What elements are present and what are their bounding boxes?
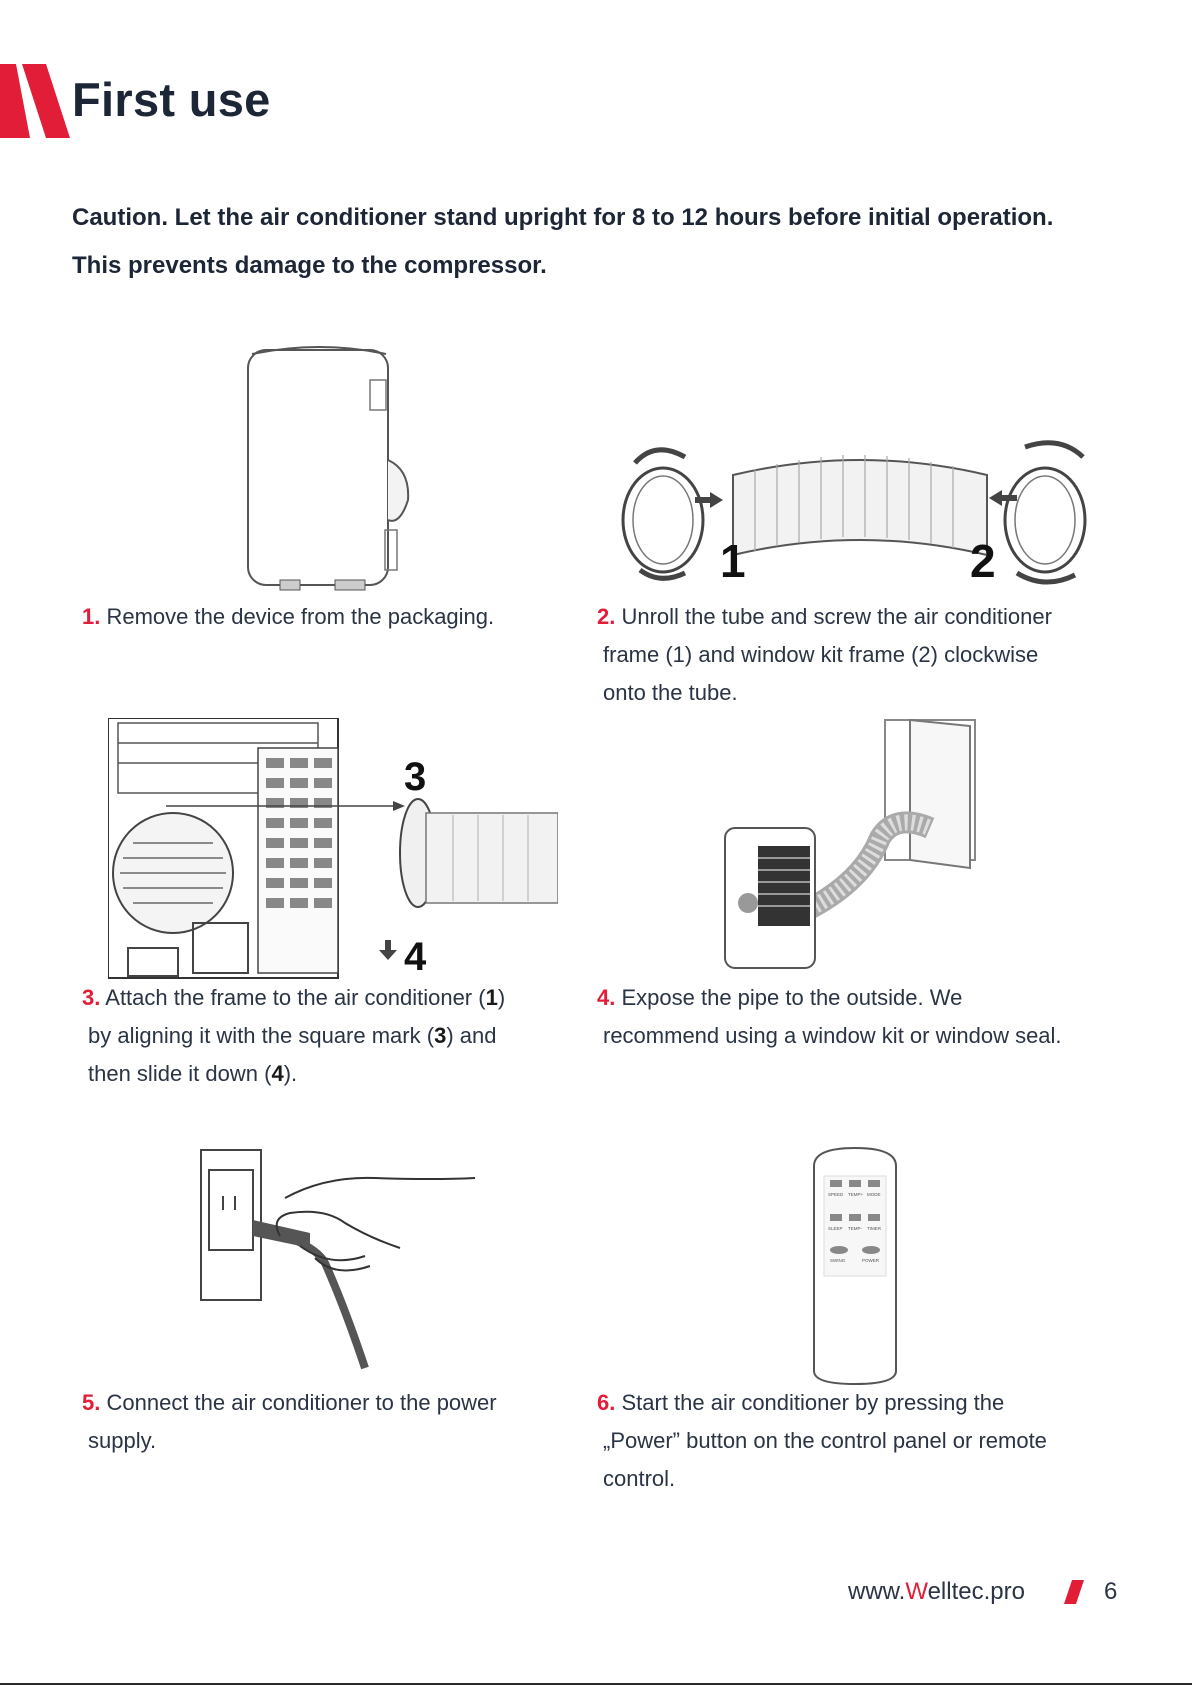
figure-label-1: 1 bbox=[720, 535, 746, 587]
remote-timer-label: TIMER bbox=[867, 1226, 882, 1231]
figure-plug-socket bbox=[200, 1149, 476, 1370]
step-3-caption: 3. Attach the frame to the air condition… bbox=[82, 985, 506, 1086]
step-5-caption: 5. Connect the air conditioner to the po… bbox=[82, 1390, 497, 1453]
website-link[interactable]: www.Welltec.pro bbox=[848, 1578, 1025, 1605]
figure-tube-frames: 1 2 bbox=[621, 440, 1087, 587]
bottom-divider bbox=[0, 1683, 1192, 1685]
figure-window-pipe bbox=[724, 718, 976, 969]
figure-attach-frame: 3 4 bbox=[108, 718, 558, 979]
page-title: First use bbox=[72, 73, 271, 126]
remote-speed-label: SPEED bbox=[828, 1192, 844, 1197]
step-2-caption: 2. Unroll the tube and screw the air con… bbox=[597, 604, 1052, 705]
remote-temp-down-label: TEMP- bbox=[848, 1226, 863, 1231]
figure-remote-control: SPEED TEMP+ MODE SLEEP TEMP- TIMER SWING… bbox=[813, 1146, 897, 1386]
step-4-caption: 4. Expose the pipe to the outside. We re… bbox=[597, 985, 1062, 1048]
caution-line-1: Caution. Let the air conditioner stand u… bbox=[72, 204, 1054, 231]
step-number: 4. bbox=[597, 985, 616, 1010]
remote-temp-up-label: TEMP+ bbox=[848, 1192, 864, 1197]
figure-label-4: 4 bbox=[404, 935, 427, 979]
step-number: 3. bbox=[82, 985, 101, 1010]
figure-label-3: 3 bbox=[404, 755, 426, 799]
brand-logo-mark bbox=[0, 64, 70, 138]
step-number: 5. bbox=[82, 1390, 101, 1415]
step-6-caption: 6. Start the air conditioner by pressing… bbox=[597, 1390, 1047, 1491]
page-number: 6 bbox=[1104, 1578, 1118, 1605]
remote-mode-label: MODE bbox=[867, 1192, 881, 1197]
figure-label-2: 2 bbox=[970, 535, 996, 587]
remote-swing-label: SWING bbox=[830, 1258, 846, 1263]
step-number: 6. bbox=[597, 1390, 616, 1415]
step-number: 1. bbox=[82, 604, 101, 629]
remote-power-label: POWER bbox=[862, 1258, 880, 1263]
footer-slash-icon bbox=[1064, 1580, 1084, 1604]
caution-note: Caution. Let the air conditioner stand u… bbox=[72, 194, 1162, 290]
figure-ac-unit bbox=[247, 346, 410, 591]
step-1-caption: 1. Remove the device from the packaging. bbox=[82, 604, 495, 629]
step-number: 2. bbox=[597, 604, 616, 629]
caution-line-2: This prevents damage to the compressor. bbox=[72, 252, 547, 279]
remote-sleep-label: SLEEP bbox=[828, 1226, 843, 1231]
rotate-arrow-icon bbox=[633, 447, 687, 465]
